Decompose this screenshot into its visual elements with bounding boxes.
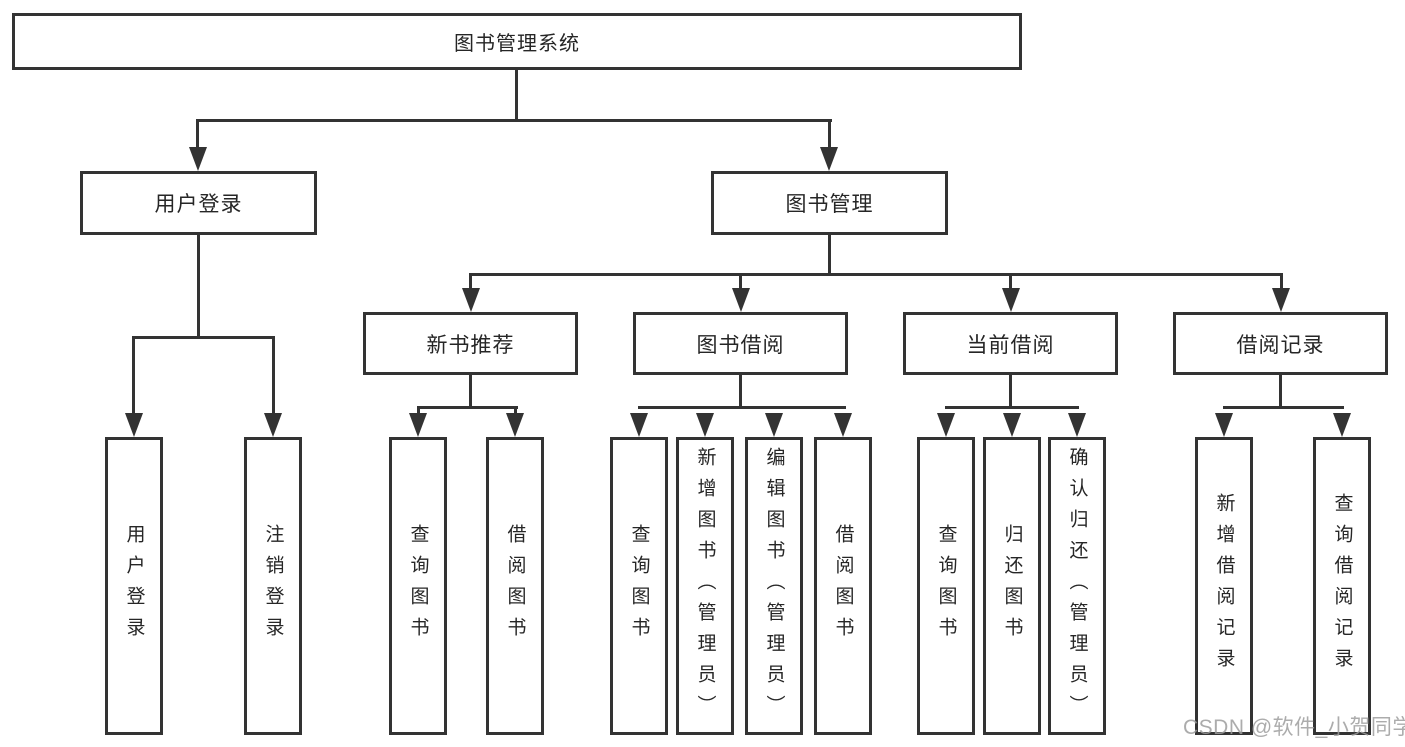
node-label: 查询图书 [935, 524, 957, 648]
connector-line [417, 406, 420, 416]
node-leaf-query-borrow-record: 查询借阅记录 [1313, 437, 1371, 735]
arrow-down-icon [189, 147, 207, 171]
node-label: 借阅图书 [504, 524, 526, 648]
node-new-book-recommendation: 新书推荐 [363, 312, 578, 375]
node-label: 编辑图书（管理员） [763, 446, 785, 726]
connector-line [196, 119, 199, 151]
arrow-down-icon [506, 413, 524, 437]
node-label: 查询借阅记录 [1331, 493, 1353, 679]
node-label: 当前借阅 [966, 333, 1055, 357]
connector-line [945, 406, 1079, 409]
connector-line [132, 336, 135, 415]
node-leaf-return-books: 归还图书 [983, 437, 1041, 735]
node-book-management-group: 图书管理 [711, 171, 948, 235]
node-label: 注销登录 [262, 524, 284, 648]
node-label: 新增图书（管理员） [694, 446, 716, 726]
node-book-borrowing: 图书借阅 [633, 312, 848, 375]
arrow-down-icon [820, 147, 838, 171]
node-label: 新书推荐 [426, 333, 515, 357]
node-leaf-query-books-1: 查询图书 [389, 437, 447, 735]
arrow-down-icon [462, 288, 480, 312]
connector-line [132, 336, 275, 339]
connector-line [1280, 273, 1283, 290]
arrow-down-icon [1272, 288, 1290, 312]
node-leaf-add-borrow-record: 新增借阅记录 [1195, 437, 1253, 735]
arrow-down-icon [1215, 413, 1233, 437]
connector-line [739, 273, 742, 290]
node-leaf-logout: 注销登录 [244, 437, 302, 735]
arrow-down-icon [1068, 413, 1086, 437]
arrow-down-icon [125, 413, 143, 437]
arrow-down-icon [1333, 413, 1351, 437]
node-label: 归还图书 [1001, 524, 1023, 648]
node-label: 新增借阅记录 [1213, 493, 1235, 679]
node-library-management-system: 图书管理系统 [12, 13, 1022, 70]
arrow-down-icon [1002, 288, 1020, 312]
node-current-borrowing: 当前借阅 [903, 312, 1118, 375]
connector-line [469, 273, 472, 290]
arrow-down-icon [264, 413, 282, 437]
connector-line [1223, 406, 1344, 409]
connector-line [417, 406, 518, 409]
node-leaf-query-books-3: 查询图书 [917, 437, 975, 735]
connector-line [1009, 273, 1012, 290]
node-leaf-add-books-admin: 新增图书（管理员） [676, 437, 734, 735]
arrow-down-icon [1003, 413, 1021, 437]
connector-line [828, 235, 831, 273]
node-label: 确认归还（管理员） [1066, 446, 1088, 726]
node-label: 用户登录 [154, 193, 243, 216]
node-label: 查询图书 [407, 524, 429, 648]
connector-line [828, 119, 831, 151]
arrow-down-icon [630, 413, 648, 437]
connector-line [196, 119, 832, 122]
watermark: CSDN @软件_小贺同学 [1183, 716, 1405, 739]
connector-line [515, 70, 518, 120]
node-leaf-borrow-books-2: 借阅图书 [814, 437, 872, 735]
node-label: 借阅图书 [832, 524, 854, 648]
node-borrowing-records: 借阅记录 [1173, 312, 1388, 375]
node-leaf-confirm-return-admin: 确认归还（管理员） [1048, 437, 1106, 735]
connector-line [1279, 375, 1282, 406]
connector-line [272, 336, 275, 415]
node-leaf-edit-books-admin: 编辑图书（管理员） [745, 437, 803, 735]
node-label: 借阅记录 [1236, 333, 1325, 357]
arrow-down-icon [732, 288, 750, 312]
connector-line [514, 406, 517, 416]
node-label: 图书管理 [785, 193, 874, 216]
node-label: 图书管理系统 [454, 33, 580, 55]
connector-line [1009, 375, 1012, 406]
arrow-down-icon [409, 413, 427, 437]
node-label: 查询图书 [628, 524, 650, 648]
connector-line [638, 406, 846, 409]
node-user-login-group: 用户登录 [80, 171, 317, 235]
node-leaf-query-books-2: 查询图书 [610, 437, 668, 735]
connector-line [469, 273, 1283, 276]
node-label: 图书借阅 [696, 333, 785, 357]
connector-line [197, 235, 200, 336]
connector-line [469, 375, 472, 406]
arrow-down-icon [834, 413, 852, 437]
arrow-down-icon [696, 413, 714, 437]
arrow-down-icon [937, 413, 955, 437]
node-leaf-borrow-books-1: 借阅图书 [486, 437, 544, 735]
node-leaf-user-login: 用户登录 [105, 437, 163, 735]
node-label: 用户登录 [123, 524, 145, 648]
arrow-down-icon [765, 413, 783, 437]
connector-line [739, 375, 742, 406]
